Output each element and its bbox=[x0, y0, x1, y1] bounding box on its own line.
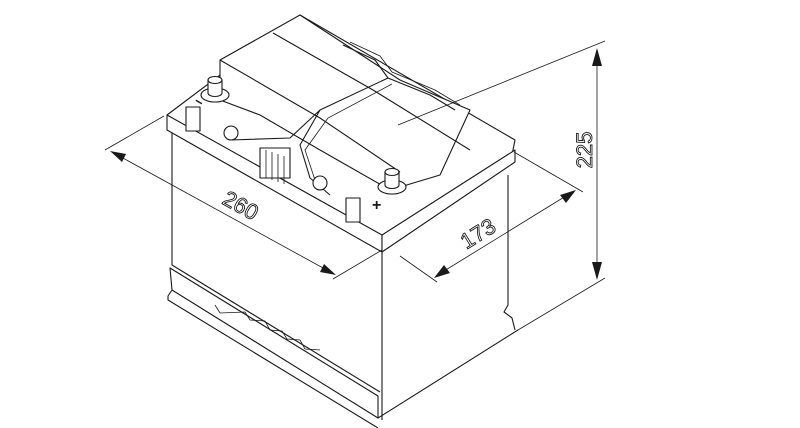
width-label: 173 bbox=[456, 213, 500, 254]
vent-caps bbox=[185, 106, 361, 223]
positive-symbol: + bbox=[372, 197, 381, 214]
battery-body bbox=[166, 14, 519, 428]
dimension-height: 225 bbox=[397, 40, 606, 331]
length-label: 260 bbox=[219, 186, 263, 226]
positive-terminal: + bbox=[372, 167, 407, 214]
height-label: 225 bbox=[572, 132, 597, 169]
